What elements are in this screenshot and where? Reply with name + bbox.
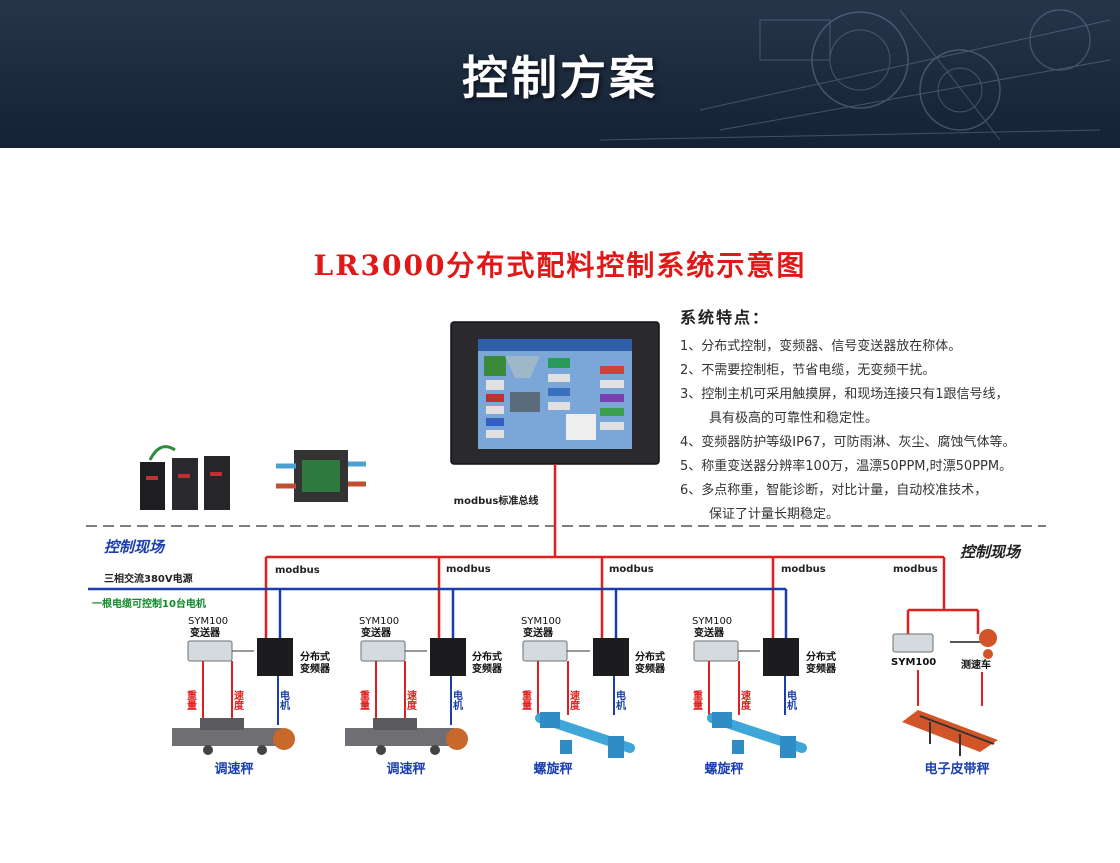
- touchscreen-controller: [450, 321, 660, 465]
- feature-item: 4、变频器防护等级IP67，可防雨淋、灰尘、腐蚀气体等。: [680, 435, 1016, 450]
- scale-unit: SYM100 变送器 分布式 变频器 重量 速度 电机 螺旋秤: [691, 616, 838, 777]
- weight-label: 重量: [520, 689, 532, 710]
- scale-unit: SYM100 变送器 分布式 变频器 重量 速度 电机 调速秤: [172, 616, 331, 777]
- inverter-label: 分布式: [806, 650, 836, 663]
- power-label: 三相交流380V电源: [104, 572, 193, 585]
- inverter-device: [430, 638, 466, 676]
- motor-label: 电机: [785, 689, 797, 711]
- inverter-label: 变频器: [300, 662, 331, 675]
- transmitter-label: SYM100: [692, 616, 732, 627]
- power-lines: [88, 587, 788, 638]
- inverter-label: 分布式: [300, 650, 330, 663]
- scale-name: 调速秤: [214, 761, 253, 777]
- features-panel: 系统特点： 1、分布式控制，变频器、信号变送器放在称体。 2、不需要控制柜，节省…: [680, 304, 1110, 527]
- scale-unit: SYM100 变送器 分布式 变频器 重量 速度 电机 螺旋秤: [520, 616, 667, 777]
- transmitter-label: 变送器: [361, 626, 392, 639]
- screw-scale-machine: [707, 712, 807, 758]
- speed-label: 速度: [405, 689, 417, 711]
- scale-unit: SYM100 变送器 分布式 变频器 重量 速度 电机 调速秤: [345, 616, 503, 777]
- cable-label: 一根电缆可控制10台电机: [92, 597, 206, 610]
- modbus-label: modbus: [446, 564, 491, 575]
- scale-name: 螺旋秤: [704, 761, 743, 777]
- feature-item: 具有极高的可靠性和稳定性。: [709, 411, 879, 426]
- inverter-label: 变频器: [806, 662, 837, 675]
- inverter-label: 变频器: [472, 662, 503, 675]
- inverter-device: [257, 638, 293, 676]
- banner-machine-graphic: [599, 9, 1111, 141]
- inverter-label: 分布式: [472, 650, 502, 663]
- transmitter-label: SYM100: [188, 616, 228, 627]
- belt-car-label: 测速车: [961, 658, 991, 671]
- modbus-label: modbus: [609, 564, 654, 575]
- weight-label: 重量: [185, 689, 197, 710]
- inverter-label: 分布式: [635, 650, 665, 663]
- transmitter-label: 变送器: [190, 626, 221, 639]
- speed-scale-machine: [345, 718, 468, 755]
- belt-sym-label: SYM100: [891, 657, 936, 668]
- transmitter-device: [360, 640, 406, 662]
- motor-label: 电机: [451, 689, 463, 711]
- inverter-device: [763, 638, 799, 676]
- inverter-device: [593, 638, 629, 676]
- inverter-label: 变频器: [635, 662, 666, 675]
- transmitter-device: [693, 640, 739, 662]
- transmitter-label: SYM100: [359, 616, 399, 627]
- transmitter-label: 变送器: [523, 626, 554, 639]
- speed-car-device: [950, 629, 997, 659]
- speed-label: 速度: [232, 689, 244, 711]
- feature-item: 2、不需要控制柜，节省电缆，无变频干扰。: [680, 363, 936, 378]
- speed-label: 速度: [568, 689, 580, 711]
- screw-scale-machine: [535, 712, 635, 758]
- modbus-label: modbus: [275, 565, 320, 576]
- site-label-left: 控制现场: [104, 538, 166, 556]
- header-banner: 控制方案: [0, 0, 1120, 148]
- bus-label: modbus标准总线: [454, 494, 539, 507]
- transmitter-label: SYM100: [521, 616, 561, 627]
- site-label-right: 控制现场: [960, 543, 1022, 561]
- speed-label: 速度: [739, 689, 751, 711]
- transmitter-box-image: [276, 450, 366, 502]
- distributed-inverter-devices-image: [140, 445, 230, 510]
- feature-item: 6、多点称重，智能诊断，对比计量，自动校准技术，: [680, 483, 988, 498]
- page-title: 控制方案: [462, 51, 658, 105]
- belt-scale-unit: SYM100 测速车 电子皮带秤: [891, 629, 998, 777]
- feature-item: 保证了计量长期稳定。: [709, 507, 840, 522]
- scale-name: 螺旋秤: [533, 761, 572, 777]
- weight-label: 重量: [691, 689, 703, 710]
- transmitter-device: [892, 633, 934, 653]
- speed-scale-machine: [172, 718, 295, 755]
- feature-item: 3、控制主机可采用触摸屏，和现场连接只有1跟信号线，: [680, 387, 1009, 402]
- transmitter-label: 变送器: [694, 626, 725, 639]
- weight-label: 重量: [358, 689, 370, 710]
- motor-label: 电机: [614, 689, 626, 711]
- modbus-label: modbus: [781, 564, 826, 575]
- scale-name: 电子皮带秤: [924, 761, 989, 777]
- scale-name: 调速秤: [386, 761, 425, 777]
- feature-item: 5、称重变送器分辨率100万，温漂50PPM,时漂50PPM。: [680, 459, 1013, 474]
- modbus-bus-lines: [264, 464, 980, 638]
- transmitter-device: [522, 640, 568, 662]
- features-heading: 系统特点：: [680, 308, 771, 327]
- modbus-label: modbus: [893, 564, 938, 575]
- diagram-title: LR3000分布式配料控制系统示意图: [313, 249, 807, 282]
- transmitter-device: [187, 640, 233, 662]
- motor-label: 电机: [278, 689, 290, 711]
- belt-conveyor: [902, 710, 998, 756]
- feature-item: 1、分布式控制，变频器、信号变送器放在称体。: [680, 339, 962, 354]
